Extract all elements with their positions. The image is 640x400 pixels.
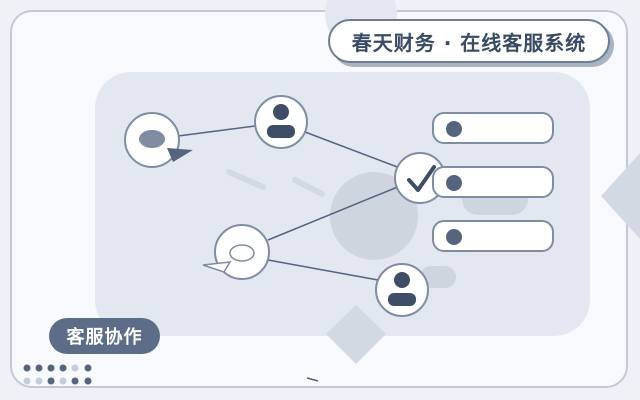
list-item [432, 112, 554, 144]
bullet-dot-icon [446, 121, 462, 137]
chat-bubble-outline-icon [202, 224, 270, 280]
chat-bubble-icon [124, 112, 193, 168]
connectors [177, 125, 401, 281]
user-icon [254, 95, 308, 149]
decor-diamond-right [601, 153, 640, 239]
decor-diamond-bottom [326, 305, 386, 364]
dot-grid [23, 364, 92, 385]
connector-line [177, 125, 256, 137]
user-icon [375, 263, 429, 317]
decor-circle-center [330, 172, 418, 260]
connector-line [267, 259, 379, 281]
category-badge: 客服协作 [49, 318, 160, 354]
decor-tick [306, 377, 319, 382]
decor-dash [292, 177, 325, 197]
list-item [432, 166, 554, 198]
bullet-dot-icon [446, 229, 462, 245]
connector-line [304, 131, 401, 169]
bullet-dot-icon [446, 175, 462, 191]
decor-dash [226, 169, 266, 190]
decor-pill-small [420, 266, 456, 288]
page-title: 春天财务 · 在线客服系统 [328, 19, 610, 63]
connector-line [267, 185, 401, 241]
list-item [432, 220, 554, 252]
